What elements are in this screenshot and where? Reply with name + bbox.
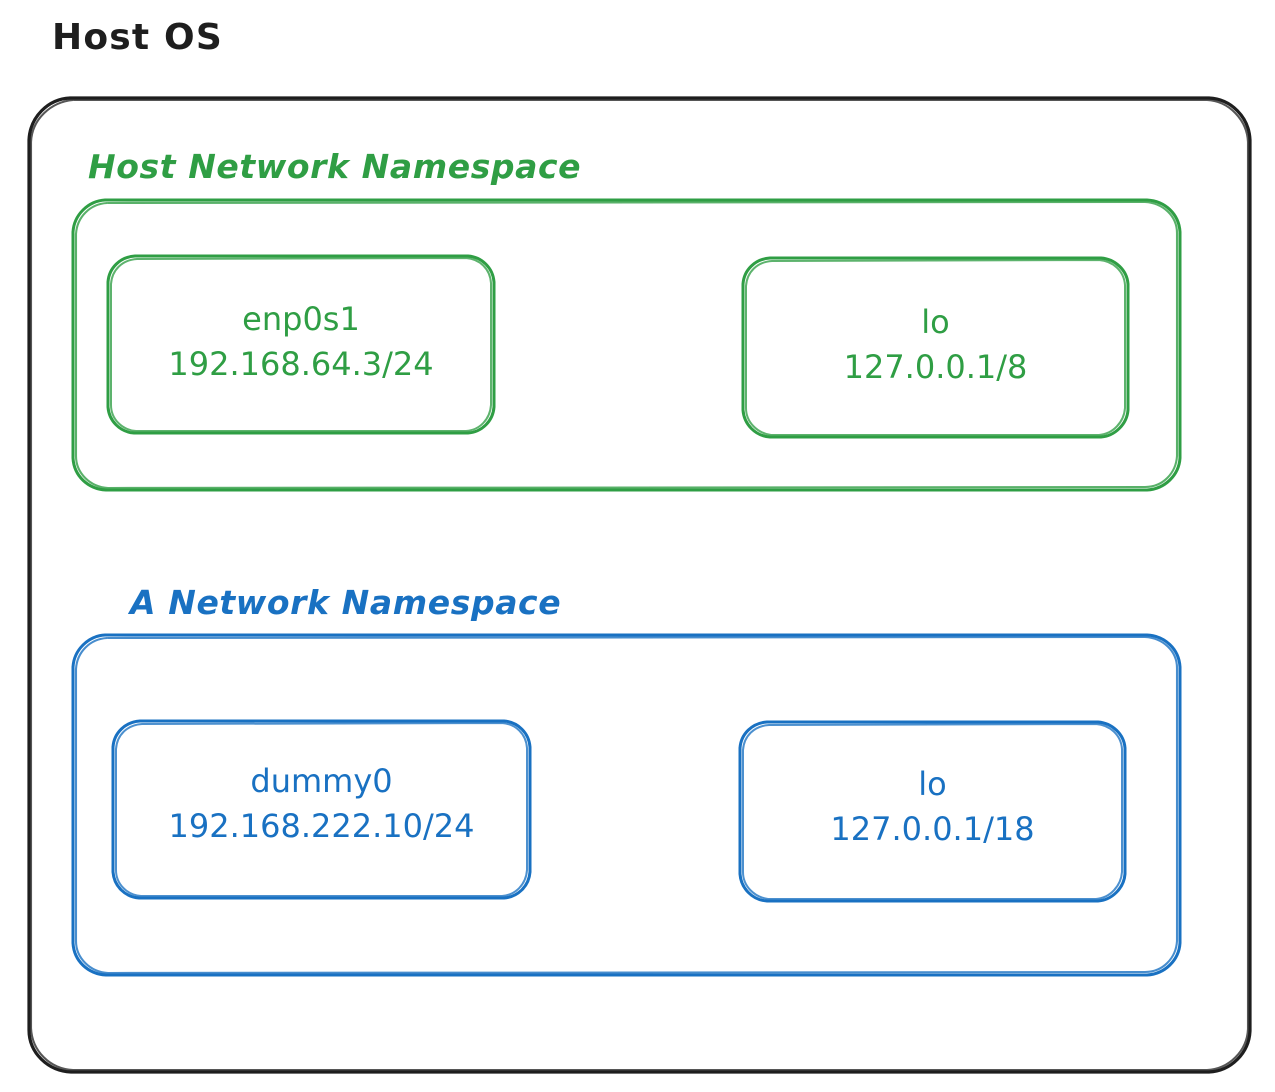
interface-box-dummy0	[111, 719, 532, 900]
interface-label-lo-host: lo 127.0.0.1/8	[743, 300, 1128, 391]
interface-label-dummy0: dummy0 192.168.222.10/24	[113, 759, 530, 850]
host-namespace-title: Host Network Namespace	[88, 147, 582, 186]
a-namespace-title: A Network Namespace	[130, 583, 562, 622]
interface-label-enp0s1: enp0s1 192.168.64.3/24	[108, 297, 494, 388]
interface-address: 127.0.0.1/8	[843, 348, 1028, 387]
interface-name: lo	[918, 765, 947, 803]
interface-address: 127.0.0.1/18	[830, 810, 1035, 849]
interface-box-lo-host	[741, 256, 1130, 439]
interface-label-lo-ns: lo 127.0.0.1/18	[740, 762, 1125, 853]
interface-box-lo-ns	[738, 720, 1127, 903]
interface-address: 192.168.222.10/24	[168, 807, 475, 846]
host-namespace-container	[71, 198, 1182, 492]
a-namespace-container	[71, 633, 1182, 977]
page-title: Host OS	[52, 17, 223, 58]
interface-name: lo	[921, 303, 950, 341]
host-os-container	[27, 96, 1252, 1074]
interface-name: dummy0	[250, 762, 393, 800]
interface-name: enp0s1	[242, 300, 360, 338]
interface-address: 192.168.64.3/24	[168, 345, 434, 384]
interface-box-enp0s1	[106, 254, 496, 435]
